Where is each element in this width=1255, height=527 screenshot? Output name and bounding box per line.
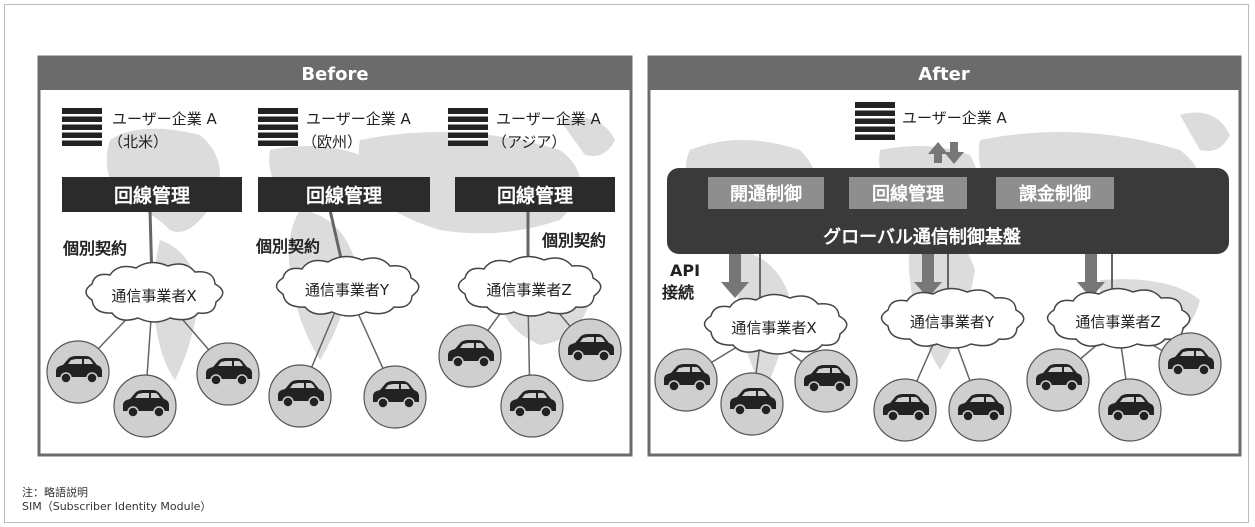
before-company-3-region: （アジア）	[492, 133, 566, 151]
car-icon	[1158, 332, 1222, 396]
car-icon	[948, 378, 1012, 442]
after-carrier-3: 通信事業者Z	[1075, 313, 1160, 331]
before-line-mgmt-box-3	[455, 177, 615, 212]
module-box-3	[996, 177, 1114, 209]
platform-label: グローバル通信制御基盤	[823, 226, 1022, 248]
before-line-mgmt-label-2: 回線管理	[306, 184, 382, 207]
before-line-mgmt-label-3: 回線管理	[497, 184, 573, 207]
before-line-mgmt-label-1: 回線管理	[114, 184, 190, 207]
after-cloud-2: 通信事業者Y	[880, 287, 1025, 349]
car-icon	[438, 324, 502, 388]
before-panel: Before ユーザー企業 A （北米） ユーザー企業 A （欧州） ユーザー企…	[37, 55, 633, 457]
before-cloud-1: 通信事業者X	[85, 261, 224, 323]
after-title: After	[918, 64, 970, 85]
after-cloud-3: 通信事業者Z	[1046, 287, 1191, 349]
figure-frame	[4, 4, 1249, 523]
before-line-mgmt-box-1	[62, 177, 242, 212]
car-icon	[794, 349, 858, 413]
car-icon	[196, 342, 260, 406]
car-icon	[500, 374, 564, 438]
before-line-mgmt-box-2	[258, 177, 430, 212]
before-cloud-3: 通信事業者Z	[457, 255, 602, 317]
car-icon	[558, 318, 622, 382]
before-company-1-region: （北米）	[108, 133, 168, 151]
module-label-1: 開通制御	[730, 183, 802, 205]
module-label-2: 回線管理	[872, 183, 944, 205]
footnote-sim: SIM（Subscriber Identity Module）	[22, 500, 212, 513]
car-icon	[1026, 348, 1090, 412]
car-icon	[1098, 378, 1162, 442]
api-label: API	[670, 261, 700, 280]
after-cloud-1: 通信事業者X	[703, 293, 848, 355]
module-box-1	[708, 177, 824, 209]
car-icon	[46, 340, 110, 404]
after-carrier-2: 通信事業者Y	[910, 313, 995, 331]
before-contract-label-2: 個別契約	[255, 237, 320, 256]
after-carrier-1: 通信事業者X	[731, 319, 816, 337]
before-company-3: ユーザー企業 A	[496, 110, 601, 128]
car-icon	[113, 374, 177, 438]
before-company-2-region: （欧州）	[302, 133, 362, 151]
before-header	[39, 57, 631, 90]
car-icon	[268, 364, 332, 428]
before-carrier-3: 通信事業者Z	[486, 281, 571, 299]
before-contract-label-3: 個別契約	[541, 231, 606, 250]
api-connect-label: 接続	[662, 283, 694, 302]
before-carrier-1: 通信事業者X	[111, 287, 196, 305]
after-company-arrows	[928, 142, 964, 164]
before-company-2: ユーザー企業 A	[306, 110, 411, 128]
car-icon	[363, 365, 427, 429]
platform-down-arrows	[721, 254, 1105, 298]
module-label-3: 課金制御	[1019, 183, 1091, 205]
car-icon	[720, 372, 784, 436]
before-cloud-2: 通信事業者Y	[275, 255, 420, 317]
before-carrier-2: 通信事業者Y	[305, 281, 390, 299]
after-panel: After ユーザー企業 A 開通制御 回線管理 課金制御 グローバル通信制御基…	[647, 55, 1242, 457]
before-company-1: ユーザー企業 A	[112, 110, 217, 128]
car-icon	[873, 378, 937, 442]
car-icon	[654, 348, 718, 412]
before-title: Before	[301, 64, 368, 85]
after-company: ユーザー企業 A	[902, 109, 1007, 127]
footnote-title: 注：略語説明	[22, 486, 88, 499]
before-contract-label-1: 個別契約	[62, 239, 127, 258]
module-box-2	[849, 177, 967, 209]
after-header	[649, 57, 1240, 90]
